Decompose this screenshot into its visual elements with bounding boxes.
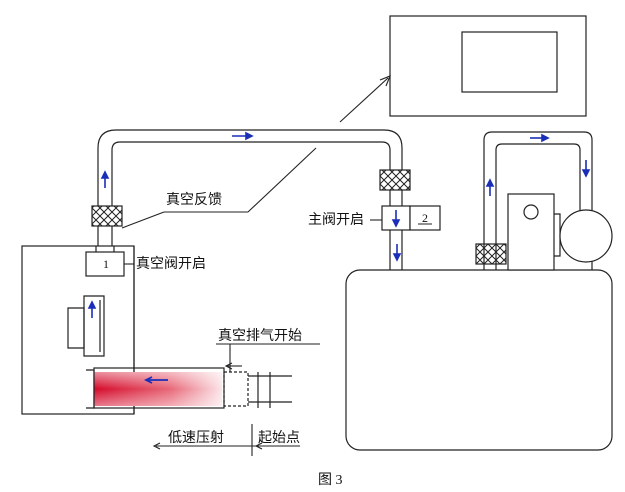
label-vacuum-exhaust-start: 真空排气开始: [218, 328, 302, 344]
label-vacuum-feedback: 真空反馈: [166, 192, 222, 208]
label-main-valve-open: 主阀开启: [308, 212, 364, 228]
vacuum-tank: [345, 269, 613, 451]
flow-arrows: [87, 131, 591, 318]
shot-sleeve: [86, 367, 292, 409]
vacuum-valve-1: 1: [85, 246, 125, 277]
metal-flow-arrow: [143, 376, 168, 384]
pump-motor: [559, 209, 613, 263]
figure-caption: 图 3: [318, 473, 343, 488]
filter-main: [379, 169, 411, 191]
valve-1-label: 1: [103, 257, 109, 271]
leader-lines: [121, 75, 391, 456]
control-box: [389, 15, 587, 117]
vacuum-pump: [507, 193, 613, 271]
valve-2-label: 2: [422, 211, 428, 225]
vacuum-pipe: [97, 129, 403, 270]
die-casting-mold: [21, 245, 135, 415]
filter-right: [475, 243, 507, 265]
filter-left: [91, 205, 123, 227]
control-screen: [461, 31, 558, 93]
pump-loop-pipe: [483, 131, 593, 270]
label-vacuum-valve-open: 真空阀开启: [136, 256, 206, 272]
label-start-point: 起始点: [258, 430, 300, 446]
main-valve-2: 2: [381, 205, 441, 231]
label-low-speed-injection: 低速压射: [168, 430, 224, 446]
